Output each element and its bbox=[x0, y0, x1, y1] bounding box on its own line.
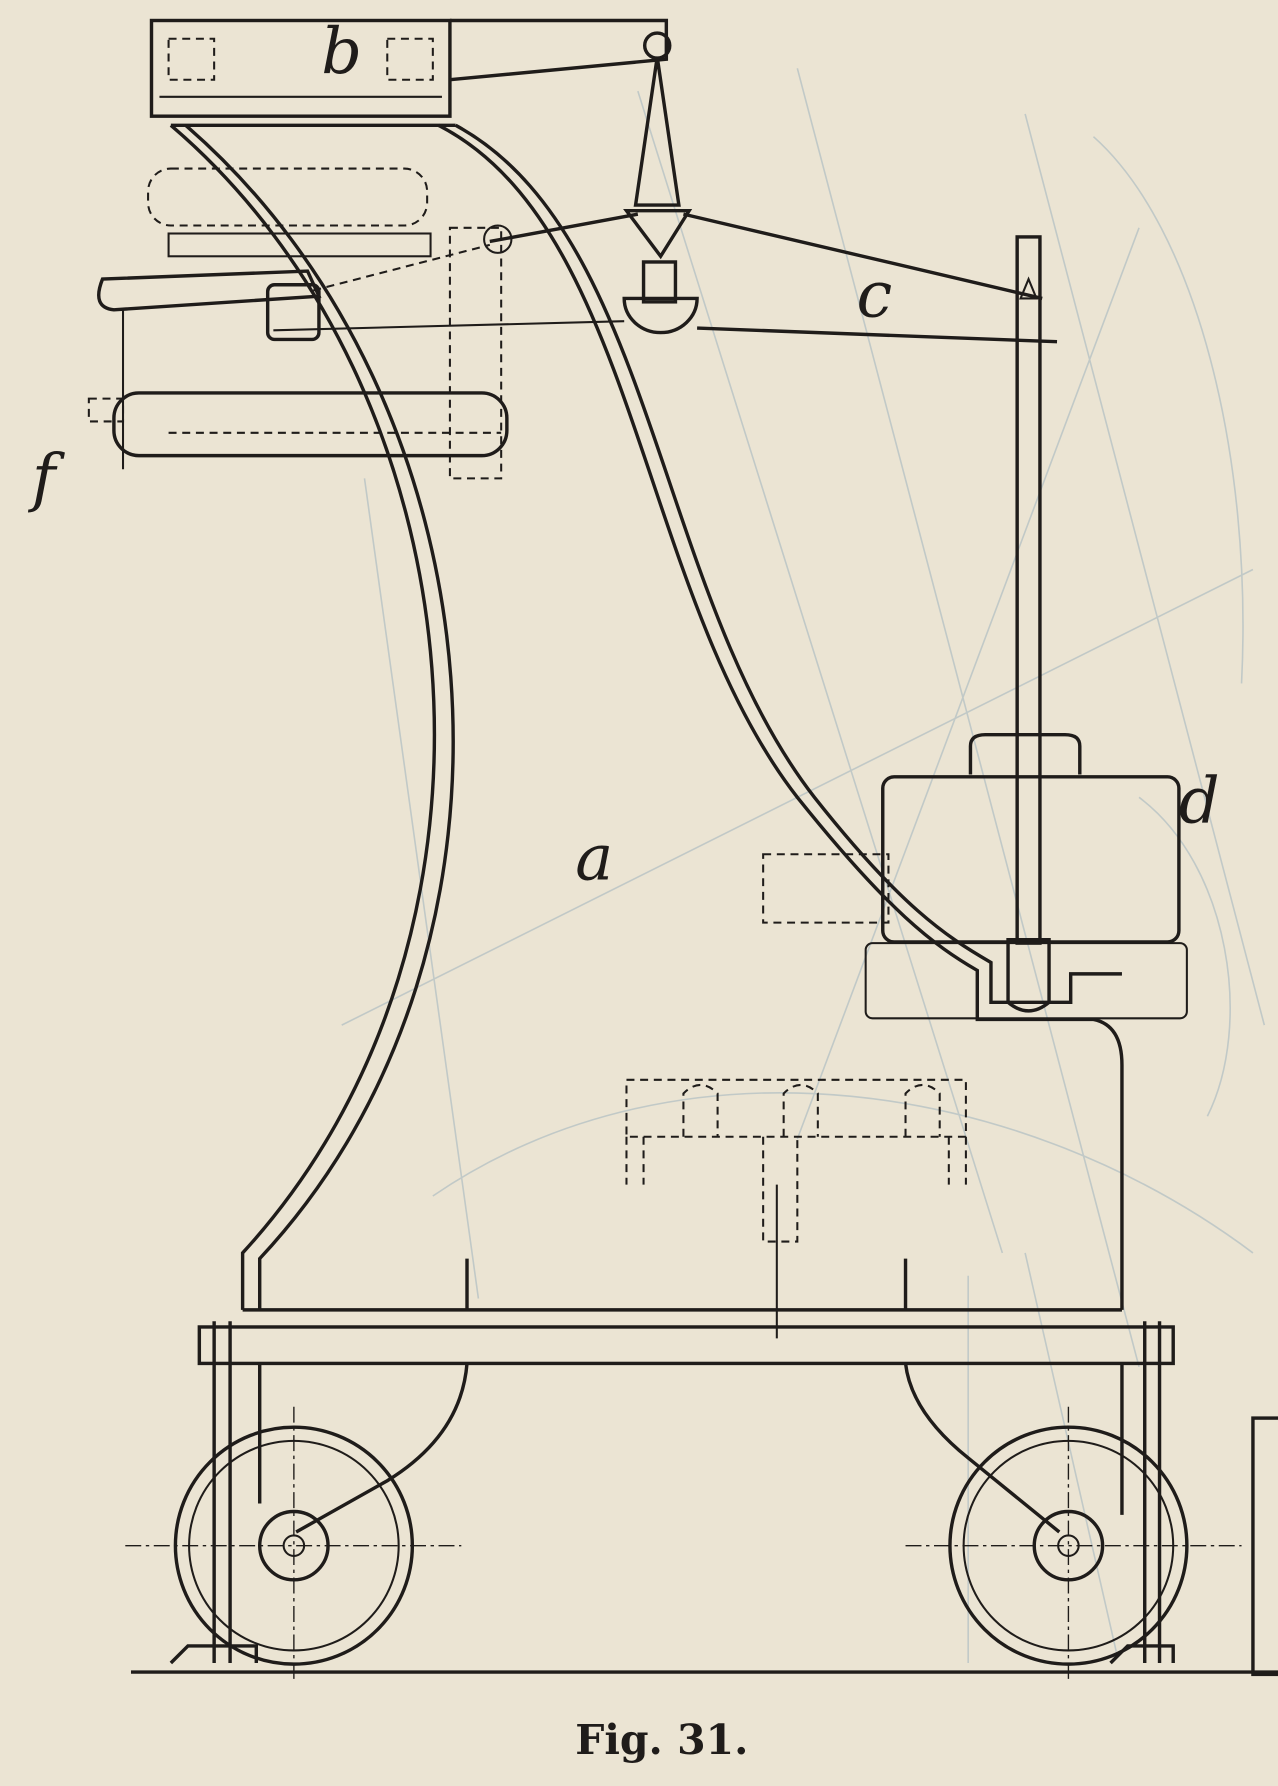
weight-d bbox=[762, 235, 1188, 1020]
label-c: c bbox=[857, 259, 893, 333]
figure-caption: Fig. 31. bbox=[575, 1716, 748, 1764]
frame-a bbox=[169, 123, 1124, 1339]
bleed-through-lines bbox=[341, 68, 1266, 1663]
label-b: b bbox=[321, 15, 362, 89]
label-d: d bbox=[1179, 764, 1220, 838]
stool-dashed bbox=[625, 1078, 967, 1243]
label-a: a bbox=[575, 821, 613, 895]
hanger bbox=[622, 56, 699, 335]
base-and-wheels bbox=[125, 1321, 1278, 1684]
roll-f bbox=[87, 167, 513, 480]
label-f: f bbox=[28, 441, 66, 515]
top-box-b bbox=[149, 18, 672, 118]
part-labels: b c d f a bbox=[28, 15, 1220, 895]
